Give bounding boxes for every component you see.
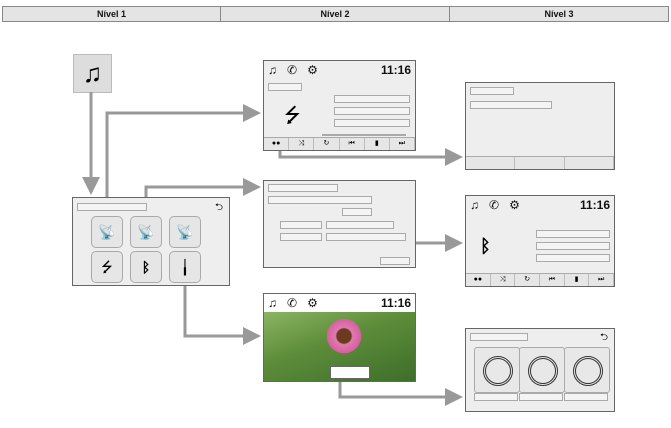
flower-photo [324,316,364,356]
clock: 11:16 [380,63,411,77]
option-field[interactable] [470,101,552,109]
usb-icon: ⭍ [284,105,301,127]
phone-field[interactable] [280,221,322,229]
tab-3[interactable] [565,157,614,169]
repeat-button[interactable]: ↻ [515,274,541,286]
level3-sound-screen: ⮌ [465,328,615,412]
ok-button[interactable] [380,257,410,265]
settings-icon[interactable]: ⚙ [307,296,318,310]
next-button[interactable]: ⏭ [390,138,416,150]
device-field [268,196,372,204]
radio-am-tile[interactable]: 📡 [130,216,162,248]
option-button[interactable] [342,208,372,216]
title-field [470,333,528,341]
tab-1[interactable] [466,157,516,169]
bluetooth-icon: ᛒ [480,236,491,256]
title-field [77,203,147,211]
photo-screen: ♫ ✆ ⚙ 11:16 [263,293,416,382]
browse-button[interactable]: ●● [466,274,491,286]
usb-player-screen: ♫ ✆ ⚙ 11:16 ⭍ ●●⤨↻⏮▮⏭ [263,60,416,151]
pause-button[interactable]: ▮ [565,274,590,286]
radio-dab-tile[interactable]: 📡 [169,216,201,248]
clock: 11:16 [380,296,411,310]
usb-tile[interactable]: ⭍ [91,251,123,283]
repeat-button[interactable]: ↻ [314,138,340,150]
browse-button[interactable]: ●● [264,138,290,150]
previous-button[interactable]: ⏮ [540,274,565,286]
title-field [470,87,514,95]
album-field [536,254,610,262]
level3-options-screen [465,82,615,170]
phone-icon[interactable]: ✆ [287,296,298,310]
back-icon[interactable]: ⮌ [599,332,608,343]
back-icon[interactable]: ⮌ [214,202,223,213]
shuffle-button[interactable]: ⤨ [491,274,516,286]
source-field [268,83,302,91]
speaker-tile-1[interactable] [474,347,520,393]
settings-icon[interactable]: ⚙ [509,198,520,212]
aux-jack-tile[interactable]: ╽ [169,251,201,283]
speaker-label-3[interactable] [564,393,608,401]
radio-fm-tile[interactable]: 📡 [91,216,123,248]
level3-bluetooth-player-screen: ♫ ✆ ⚙ 11:16 ᛒ ●●⤨↻⏮▮⏭ [465,195,615,287]
tab-2[interactable] [515,157,565,169]
music-icon[interactable]: ♫ [268,63,277,77]
title-field [268,184,338,192]
clock: 11:16 [579,198,610,212]
artist-field [334,95,410,103]
music-icon[interactable]: ♫ [268,296,277,310]
title-field [536,242,610,250]
previous-button[interactable]: ⏮ [340,138,365,150]
photo-controls[interactable] [330,366,370,379]
connect-field[interactable] [326,221,394,229]
next-button[interactable]: ⏭ [589,274,615,286]
title-field [334,107,410,115]
artist-field [536,230,610,238]
speaker-label-1[interactable] [474,393,518,401]
phone-icon[interactable]: ✆ [287,63,298,77]
music-icon[interactable]: ♫ [470,198,479,212]
speaker-tile-2[interactable] [519,347,565,393]
speaker-tile-3[interactable] [564,347,610,393]
header-level-3: Nível 3 [449,6,669,22]
speaker-label-2[interactable] [519,393,563,401]
progress-bar[interactable] [322,134,406,136]
pause-button[interactable]: ▮ [365,138,390,150]
bluetooth-device-screen [263,180,416,268]
settings-icon[interactable]: ⚙ [307,63,318,77]
shuffle-button[interactable]: ⤨ [289,138,315,150]
stream-field[interactable] [326,233,406,241]
source-selection-screen: ⮌ 📡 📡 📡 ⭍ ᛒ ╽ [72,197,230,286]
phone-icon[interactable]: ✆ [489,198,500,212]
album-field [334,119,410,127]
audio-field[interactable] [280,233,322,241]
arrow-aux-to-photo [183,268,261,345]
bluetooth-tile[interactable]: ᛒ [130,251,162,283]
